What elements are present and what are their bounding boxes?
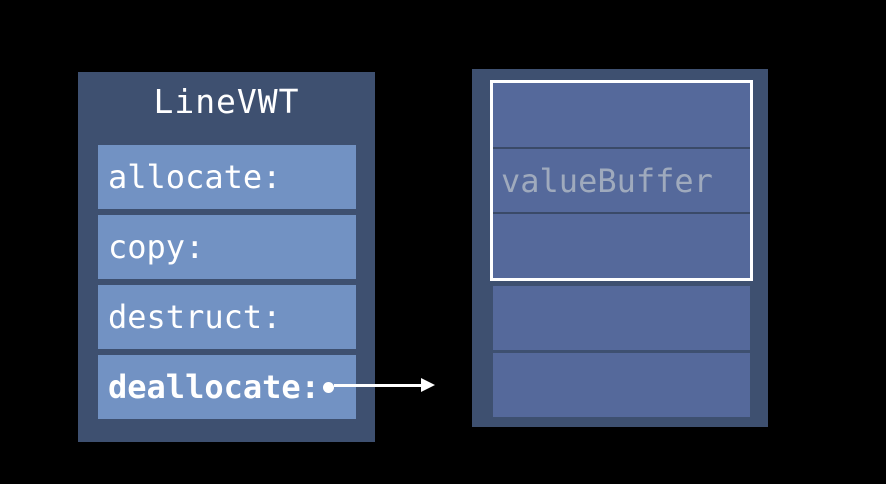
vwt-entry-label: allocate: bbox=[108, 158, 282, 196]
vwt-entry-deallocate: deallocate: bbox=[98, 355, 356, 419]
vwt-entry-label: copy: bbox=[108, 228, 205, 266]
vwt-entry-copy: copy: bbox=[98, 215, 356, 279]
vwt-entry-allocate: allocate: bbox=[98, 145, 356, 209]
vwt-entries: allocate: copy: destruct: deallocate: bbox=[98, 145, 356, 419]
vwt-table: LineVWT allocate: copy: destruct: deallo… bbox=[78, 72, 375, 442]
pointer-arrow-head-icon bbox=[421, 378, 435, 392]
pointer-arrow-line bbox=[334, 384, 422, 387]
buffer-extra-slot bbox=[493, 353, 750, 417]
buffer-label: valueBuffer bbox=[501, 161, 713, 200]
vwt-entry-destruct: destruct: bbox=[98, 285, 356, 349]
buffer-slot bbox=[493, 83, 750, 147]
buffer-slot-labeled: valueBuffer bbox=[493, 148, 750, 213]
vwt-entry-label: deallocate: bbox=[108, 368, 320, 406]
buffer-extra-slots bbox=[493, 286, 750, 417]
value-buffer-box: valueBuffer bbox=[472, 69, 768, 427]
allocated-region-highlight: valueBuffer bbox=[490, 80, 753, 281]
pointer-origin-dot bbox=[322, 381, 334, 393]
vwt-entry-label: destruct: bbox=[108, 298, 282, 336]
buffer-slot bbox=[493, 214, 750, 279]
vwt-title: LineVWT bbox=[153, 82, 300, 121]
buffer-extra-slot bbox=[493, 286, 750, 350]
